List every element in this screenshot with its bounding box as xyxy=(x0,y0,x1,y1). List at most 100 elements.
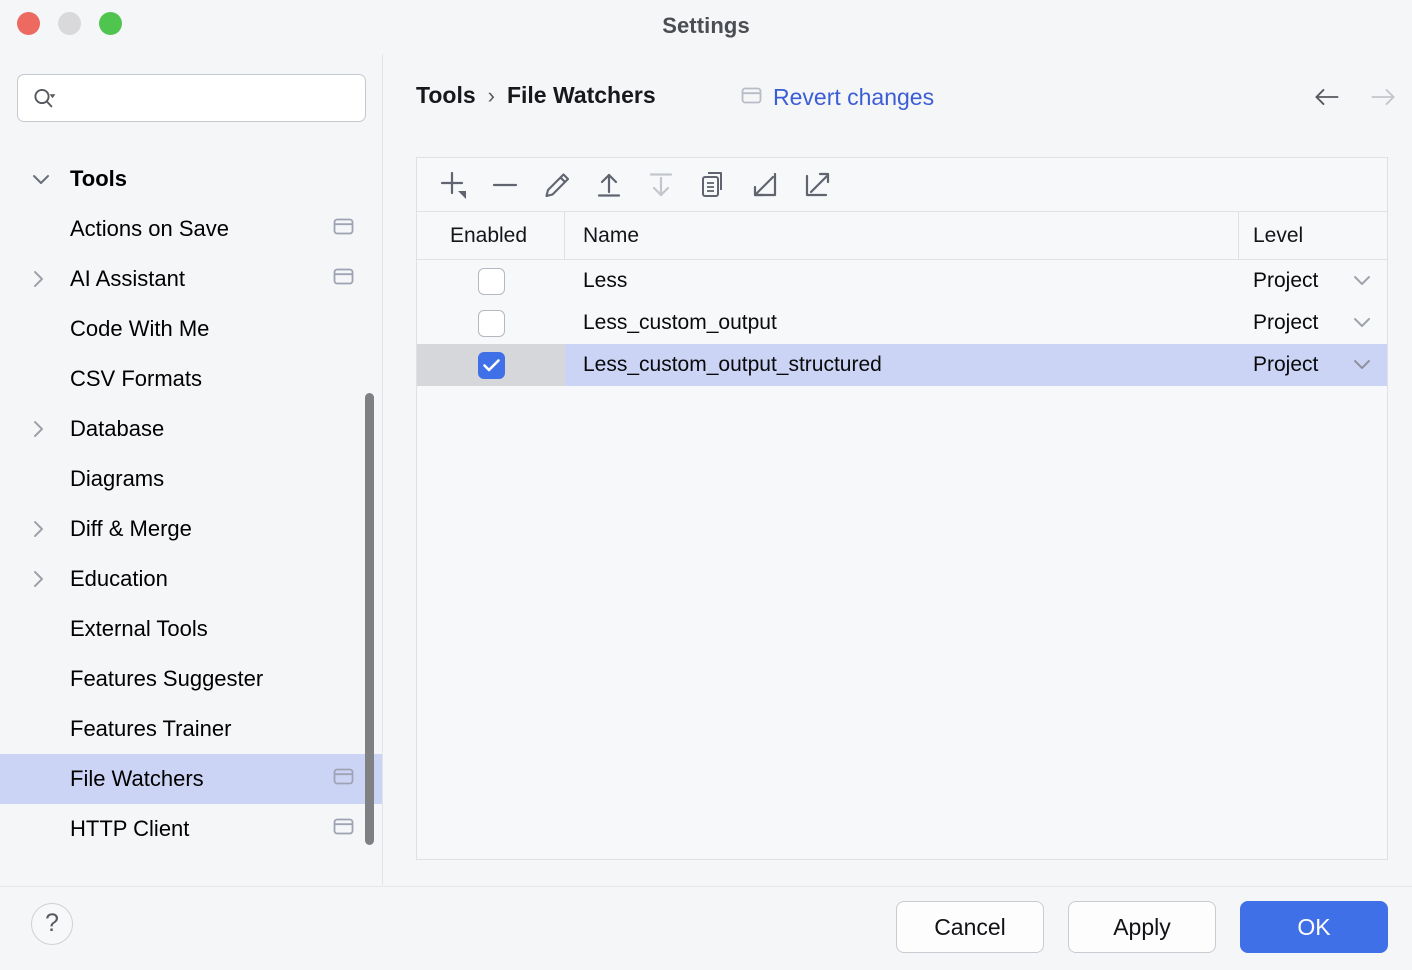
revert-changes-action[interactable]: Revert changes xyxy=(741,84,934,111)
sidebar-item-file-watchers[interactable]: File Watchers xyxy=(0,754,382,804)
enabled-checkbox[interactable] xyxy=(477,351,505,379)
project-scope-icon xyxy=(333,267,354,291)
navigation-arrows xyxy=(1312,84,1398,110)
search-input[interactable] xyxy=(58,88,365,108)
ok-button[interactable]: OK xyxy=(1240,901,1388,953)
breadcrumb-root[interactable]: Tools xyxy=(416,82,476,108)
sidebar-item-label: Actions on Save xyxy=(70,216,229,241)
sidebar-item-database[interactable]: Database xyxy=(0,404,382,454)
file-watchers-panel: Enabled Name Level Less Project xyxy=(416,157,1388,860)
remove-button[interactable] xyxy=(481,163,529,207)
sidebar-item-diff-and-merge[interactable]: Diff & Merge xyxy=(0,504,382,554)
sidebar-item-label: Diff & Merge xyxy=(70,516,192,541)
search-box[interactable] xyxy=(17,74,366,122)
window-title: Settings xyxy=(662,13,750,38)
sidebar-item-diagrams[interactable]: Diagrams xyxy=(0,454,382,504)
sidebar-item-http-client[interactable]: HTTP Client xyxy=(0,804,382,854)
chevron-down-icon[interactable] xyxy=(1351,353,1373,377)
chevron-right-icon[interactable] xyxy=(30,268,70,290)
column-header-name[interactable]: Name xyxy=(565,212,1239,259)
chevron-down-icon[interactable] xyxy=(1351,269,1373,293)
project-scope-icon xyxy=(741,86,762,110)
maximize-window-button[interactable] xyxy=(99,12,122,35)
project-scope-icon xyxy=(333,767,354,791)
sidebar-group-tools[interactable]: Tools xyxy=(0,154,382,204)
column-header-enabled[interactable]: Enabled xyxy=(417,212,565,259)
sidebar-item-label: AI Assistant xyxy=(70,266,185,291)
sidebar-item-label: Features Trainer xyxy=(70,716,232,741)
enabled-checkbox[interactable] xyxy=(477,309,505,337)
import-button[interactable] xyxy=(741,163,789,207)
breadcrumb-separator-icon: › xyxy=(487,82,495,108)
chevron-down-icon[interactable] xyxy=(30,172,70,186)
table-row[interactable]: Less Project xyxy=(417,260,1387,302)
level-value: Project xyxy=(1253,353,1319,376)
move-up-button[interactable] xyxy=(585,163,633,207)
sidebar-item-label: Features Suggester xyxy=(70,666,264,691)
sidebar-item-features-trainer[interactable]: Features Trainer xyxy=(0,704,382,754)
level-cell[interactable]: Project xyxy=(1239,344,1387,386)
level-value: Project xyxy=(1253,269,1319,292)
copy-button[interactable] xyxy=(689,163,737,207)
level-cell[interactable]: Project xyxy=(1239,260,1387,302)
sidebar-scrollbar[interactable] xyxy=(365,393,374,845)
help-button[interactable]: ? xyxy=(31,903,73,945)
sidebar-item-label: Database xyxy=(70,416,165,441)
minimize-window-button[interactable] xyxy=(58,12,81,35)
sidebar-item-education[interactable]: Education xyxy=(0,554,382,604)
edit-button[interactable] xyxy=(533,163,581,207)
dialog-buttons: Cancel Apply OK xyxy=(896,901,1388,953)
sidebar-item-label: File Watchers xyxy=(70,766,204,791)
table-body: Less Project Less_custom_outp xyxy=(417,260,1387,386)
chevron-right-icon[interactable] xyxy=(30,418,70,440)
breadcrumb: Tools › File Watchers xyxy=(416,82,656,109)
sidebar-item-actions-on-save[interactable]: Actions on Save xyxy=(0,204,382,254)
revert-changes-link[interactable]: Revert changes xyxy=(773,84,935,110)
enabled-cell[interactable] xyxy=(417,302,565,344)
sidebar-item-label: Diagrams xyxy=(70,466,165,491)
sidebar-item-code-with-me[interactable]: Code With Me xyxy=(0,304,382,354)
cancel-button[interactable]: Cancel xyxy=(896,901,1044,953)
chevron-down-icon[interactable] xyxy=(1351,311,1373,335)
sidebar-item-external-tools[interactable]: External Tools xyxy=(0,604,382,654)
name-cell[interactable]: Less_custom_output_structured xyxy=(583,353,882,376)
column-header-level[interactable]: Level xyxy=(1253,223,1304,247)
sidebar-item-features-suggester[interactable]: Features Suggester xyxy=(0,654,382,704)
export-button[interactable] xyxy=(793,163,841,207)
name-cell[interactable]: Less_custom_output xyxy=(583,311,777,334)
title-bar: Settings xyxy=(0,0,1412,54)
window-controls xyxy=(17,12,122,35)
settings-tree: Tools Actions on Save xyxy=(0,154,382,854)
add-button[interactable] xyxy=(429,163,477,207)
search-icon xyxy=(32,86,58,110)
sidebar-scrollbar-thumb[interactable] xyxy=(365,393,374,845)
breadcrumb-current: File Watchers xyxy=(506,82,656,108)
sidebar-item-label: Code With Me xyxy=(70,316,210,341)
name-cell[interactable]: Less xyxy=(583,269,628,292)
table-row[interactable]: Less_custom_output_structured Project xyxy=(417,344,1387,386)
enabled-cell[interactable] xyxy=(417,344,565,386)
sidebar-item-label: HTTP Client xyxy=(70,816,190,841)
question-mark-icon: ? xyxy=(45,908,59,937)
enabled-cell[interactable] xyxy=(417,260,565,302)
enabled-checkbox[interactable] xyxy=(477,267,505,295)
close-window-button[interactable] xyxy=(17,12,40,35)
dialog-footer: ? Cancel Apply OK xyxy=(0,886,1412,970)
sidebar-item-label: Education xyxy=(70,566,168,591)
sidebar-item-label: External Tools xyxy=(70,616,208,641)
level-value: Project xyxy=(1253,311,1319,334)
level-cell[interactable]: Project xyxy=(1239,302,1387,344)
sidebar-item-csv-formats[interactable]: CSV Formats xyxy=(0,354,382,404)
settings-sidebar: Tools Actions on Save xyxy=(0,54,383,885)
forward-arrow-icon xyxy=(1368,84,1398,110)
search-field-wrapper xyxy=(17,74,366,122)
chevron-right-icon[interactable] xyxy=(30,568,70,590)
table-row[interactable]: Less_custom_output Project xyxy=(417,302,1387,344)
chevron-right-icon[interactable] xyxy=(30,518,70,540)
project-scope-icon xyxy=(333,217,354,241)
sidebar-item-ai-assistant[interactable]: AI Assistant xyxy=(0,254,382,304)
apply-button[interactable]: Apply xyxy=(1068,901,1216,953)
back-arrow-icon[interactable] xyxy=(1312,84,1342,110)
table-toolbar xyxy=(417,158,1387,212)
